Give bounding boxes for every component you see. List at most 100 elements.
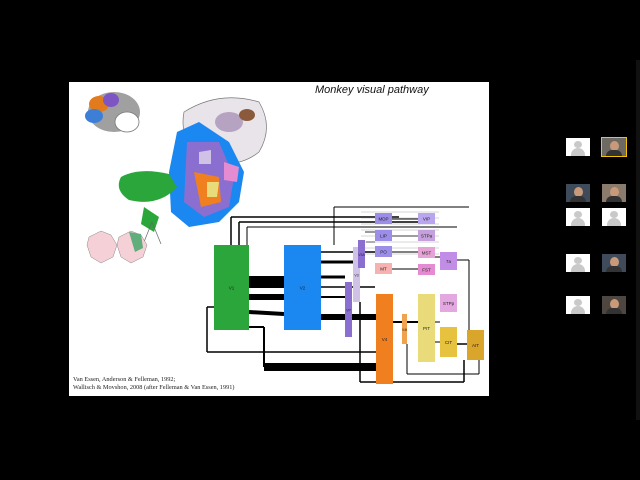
area-label-stpp: STPp <box>443 301 455 306</box>
participant-video-tile[interactable] <box>566 296 590 314</box>
area-mdp: MDP <box>375 213 392 224</box>
area-box-v4 <box>376 294 393 384</box>
avatar-placeholder-icon <box>571 148 585 156</box>
participant-video-tile[interactable] <box>566 254 590 272</box>
avatar-placeholder-icon <box>571 264 585 272</box>
area-label-lip: LIP <box>380 234 387 239</box>
area-box-mst <box>418 247 435 258</box>
area-label-stpa: STPa <box>421 234 433 239</box>
area-box-vp <box>345 282 352 337</box>
participant-body <box>606 266 622 272</box>
area-label-mdp: MDP <box>379 217 389 222</box>
slide-citation: Van Essen, Anderson & Felleman, 1992; Wa… <box>73 376 235 392</box>
area-label-cit: CIT <box>445 340 453 345</box>
avatar-placeholder-icon <box>574 299 582 306</box>
participant-video-tile[interactable] <box>566 184 590 202</box>
area-mst: MST <box>418 247 435 258</box>
area-label-vp: VP <box>346 309 351 313</box>
participant-video-tile[interactable] <box>566 208 590 226</box>
area-box-v1 <box>214 245 249 330</box>
participant-face <box>574 187 583 197</box>
area-label-mst: MST <box>422 251 432 256</box>
slide-title: Monkey visual pathway <box>315 84 429 96</box>
area-label-v3: V3 <box>354 274 358 278</box>
area-label-7a: 7a <box>446 259 452 264</box>
citation-line-2: Wallisch & Movshon, 2008 (after Felleman… <box>73 384 235 391</box>
area-label-ait: AIT <box>472 343 479 348</box>
participant-face <box>610 187 619 197</box>
area-box-pit <box>418 294 435 362</box>
area-label-fst: FST <box>422 268 431 273</box>
area-lip: LIP <box>375 230 392 241</box>
area-box-ait <box>467 330 484 360</box>
flattened-cortex-map <box>86 122 244 264</box>
area-label-v4t: V4t <box>402 328 407 332</box>
area-mt: MT <box>375 263 392 274</box>
area-label-v4: V4 <box>382 337 388 342</box>
participant-body <box>606 196 622 202</box>
area-box-v3 <box>353 247 360 302</box>
area-box-mdp <box>375 213 392 224</box>
area-box-stpp <box>440 294 457 312</box>
area-box-po <box>375 246 392 257</box>
area-stpp: STPp <box>440 294 457 312</box>
area-stpa: STPa <box>418 230 435 241</box>
area-vip: VIP <box>418 213 435 224</box>
area-box-mt <box>375 263 392 274</box>
avatar-placeholder-icon <box>574 141 582 148</box>
area-box-stpa <box>418 230 435 241</box>
connections <box>206 206 480 383</box>
citation-line-1: Van Essen, Anderson & Felleman, 1992; <box>73 376 176 383</box>
participant-video-tile[interactable] <box>601 137 627 157</box>
avatar-placeholder-icon <box>610 211 618 218</box>
area-po: PO <box>375 246 392 257</box>
participant-video-tile[interactable] <box>602 254 626 272</box>
area-vp: VP <box>345 282 352 337</box>
participant-video-tile[interactable] <box>602 184 626 202</box>
area-label-mt: MT <box>380 267 387 272</box>
participant-body <box>570 196 586 202</box>
area-v2: V2 <box>284 245 321 330</box>
participant-face <box>610 141 619 151</box>
area-v3a: V3A <box>358 240 365 268</box>
area-box-7a <box>440 252 457 270</box>
brain-thumbnail <box>85 92 140 133</box>
avatar-placeholder-icon <box>574 257 582 264</box>
area-box-lip <box>375 230 392 241</box>
avatar-placeholder-icon <box>607 218 621 226</box>
participant-face <box>610 299 619 309</box>
brain-illustration <box>85 92 267 264</box>
participant-face <box>610 257 619 267</box>
participant-body <box>606 308 622 314</box>
area-box-v2 <box>284 245 321 330</box>
area-box-cit <box>440 327 457 357</box>
area-label-v1: V1 <box>229 286 235 291</box>
participant-video-tile[interactable] <box>566 138 590 156</box>
participant-video-tile[interactable] <box>602 296 626 314</box>
area-label-vip: VIP <box>423 217 430 222</box>
area-box-v3a <box>358 240 365 268</box>
area-v3: V3 <box>353 247 360 302</box>
area-label-v2: V2 <box>300 286 306 291</box>
connection-line <box>248 310 285 316</box>
area-v4t: V4t <box>402 314 407 344</box>
avatar-placeholder-icon <box>574 211 582 218</box>
video-participant-gallery <box>566 136 638 322</box>
presentation-slide: Monkey visual pathway <box>69 82 489 396</box>
area-label-v3a: V3A <box>358 253 365 257</box>
area-box-v4t <box>402 314 407 344</box>
area-7a: 7a <box>440 252 457 270</box>
window-edge-strip <box>636 60 640 420</box>
area-fst: FST <box>418 264 435 275</box>
area-pit: PIT <box>418 294 435 362</box>
area-ait: AIT <box>467 330 484 360</box>
area-v1: V1 <box>214 245 249 330</box>
area-cit: CIT <box>440 327 457 357</box>
area-v4: V4 <box>376 294 393 384</box>
area-box-vip <box>418 213 435 224</box>
participant-video-tile[interactable] <box>602 208 626 226</box>
avatar-placeholder-icon <box>571 218 585 226</box>
avatar-placeholder-icon <box>571 306 585 314</box>
